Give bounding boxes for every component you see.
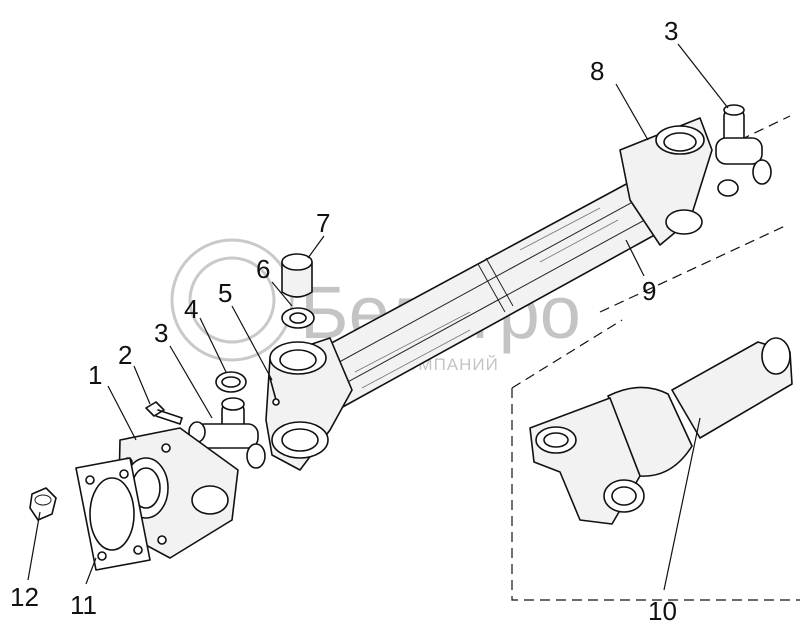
- front-shaft-yoke: [265, 337, 353, 471]
- callout-12: 12: [10, 582, 39, 612]
- cross-spider-rear: [715, 104, 772, 197]
- lock-pin: [269, 377, 280, 406]
- watermark-logo-ring-inner: [188, 256, 276, 344]
- callout-2: 2: [118, 340, 132, 370]
- seal-washer: [281, 307, 315, 329]
- slip-yoke: [529, 337, 793, 525]
- callout-10: 10: [648, 596, 677, 626]
- callout-5: 5: [218, 278, 232, 308]
- callout-3-front: 3: [154, 318, 168, 348]
- cross-spider-front: [188, 397, 266, 469]
- callout-11: 11: [70, 590, 97, 620]
- rear-yoke: [619, 117, 713, 246]
- gasket: [75, 457, 151, 571]
- phantom-outline: [511, 115, 800, 601]
- bolt: [145, 401, 183, 425]
- nut: [29, 487, 57, 521]
- callout-1: 1: [88, 360, 102, 390]
- grease-cap: [281, 253, 313, 298]
- callout-3-rear: 3: [664, 16, 678, 46]
- callout-6: 6: [256, 254, 270, 284]
- callout-numbers: 1 2 3 4 5 6 7 8 3 9 10 11 12: [10, 16, 678, 626]
- callout-7: 7: [316, 208, 330, 238]
- callout-4: 4: [184, 294, 198, 324]
- callout-8: 8: [590, 56, 604, 86]
- flange-yoke: [117, 427, 239, 559]
- leader-lines: [27, 43, 729, 591]
- watermark-logo-ring: [170, 238, 294, 362]
- seal-ring: [215, 371, 247, 393]
- callout-9: 9: [642, 276, 656, 306]
